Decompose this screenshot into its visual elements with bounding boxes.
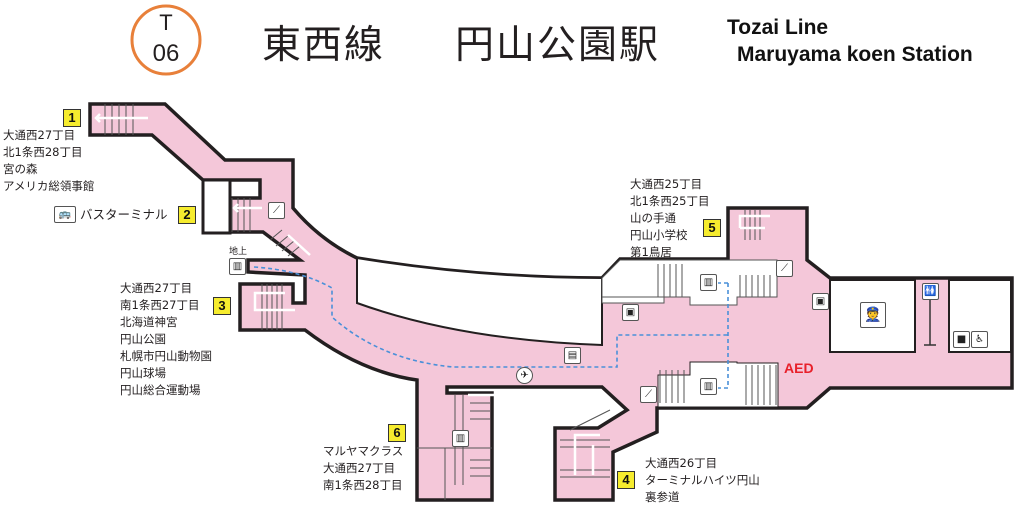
exit-3-destinations: 大通西27丁目 南1条西27丁目 北海道神宮 円山公園 札幌市円山動物園 円山球…: [120, 280, 212, 399]
exit-4-destinations: 大通西26丁目 ターミナルハイツ円山 裏参道: [645, 455, 760, 505]
elevator-icon: ▥: [700, 274, 717, 291]
fare-adjustment-icon: ▣: [812, 293, 829, 310]
line-code: T: [159, 10, 173, 35]
upper-platform-strip: [601, 296, 665, 304]
destination: 大通西27丁目: [323, 461, 396, 475]
destination: アメリカ総領事館: [3, 179, 95, 193]
station-name-jp: 円山公園駅: [455, 23, 661, 68]
exit-5-badge[interactable]: 5: [703, 219, 721, 237]
locker-icon: ▤: [564, 347, 581, 364]
bus-icon: 🚌: [54, 206, 76, 223]
ostomate-icon: ■: [953, 331, 970, 348]
accessible-route: [253, 266, 729, 389]
destination: 札幌市円山動物園: [120, 349, 212, 363]
destination: ターミナルハイツ円山: [645, 473, 760, 487]
escalator-icon: ⟋: [776, 260, 793, 277]
destination: 第1鳥居: [630, 245, 672, 259]
exit-1-badge[interactable]: 1: [63, 109, 81, 127]
central-void: [356, 256, 603, 347]
escalator-icon: ⟋: [268, 202, 285, 219]
restroom-icon: 🚻: [922, 283, 939, 300]
destination: 北1条西25丁目: [630, 194, 710, 208]
destination: 大通西26丁目: [645, 456, 718, 470]
station-name-en: Maruyama koen Station: [737, 43, 973, 66]
exit-2-destination: バスターミナル: [80, 207, 168, 222]
station-number: 06: [152, 40, 180, 67]
direction-arrows: [94, 113, 770, 475]
exit-2-badge[interactable]: 2: [178, 206, 196, 224]
destination: 南1条西27丁目: [120, 298, 200, 312]
destination: マルヤマクラス: [323, 444, 404, 458]
destination: 南1条西28丁目: [323, 478, 403, 492]
destination: 円山小学校: [630, 228, 688, 242]
destination: 大通西27丁目: [120, 281, 193, 295]
lower-platform-stairs-area: [657, 361, 779, 408]
escalator-icon: ⟋: [640, 386, 657, 403]
aed-label: AED: [784, 360, 814, 376]
destination: 大通西27丁目: [3, 128, 76, 142]
destination: 円山球場: [120, 366, 166, 380]
exit-2-building: [201, 178, 232, 235]
emergency-icon: ✈: [516, 367, 533, 384]
fare-adjustment-icon: ▣: [622, 304, 639, 321]
exit-1-destinations: 大通西27丁目 北1条西28丁目 宮の森 アメリカ総領事館: [3, 127, 94, 195]
destination: 円山公園: [120, 332, 166, 346]
station-staff-icon: 👮: [860, 302, 886, 328]
ground-level-label: 地上: [229, 247, 248, 257]
elevator-icon: ▥: [452, 430, 469, 447]
exit-6-badge[interactable]: 6: [388, 424, 406, 442]
destination: 裏参道: [645, 490, 680, 504]
destination: 北1条西28丁目: [3, 145, 83, 159]
wheelchair-icon: ♿: [971, 331, 988, 348]
destination: 北海道神宮: [120, 315, 178, 329]
exit-4-badge[interactable]: 4: [617, 471, 635, 489]
destination: 円山総合運動場: [120, 383, 201, 397]
elevator-icon: ▥: [229, 258, 246, 275]
line-name-en: Tozai Line: [727, 16, 829, 39]
destination: 大通西25丁目: [630, 177, 703, 191]
exit-3-badge[interactable]: 3: [213, 297, 231, 315]
elevator-icon: ▥: [700, 378, 717, 395]
line-name-jp: 東西線: [262, 23, 386, 68]
destination: 宮の森: [3, 162, 38, 176]
exit-5-destinations: 大通西25丁目 北1条西25丁目 山の手通 円山小学校 第1鳥居: [630, 176, 709, 261]
exit-6-destinations: マルヤマクラス 大通西27丁目 南1条西28丁目: [323, 443, 403, 494]
destination: 山の手通: [630, 211, 676, 225]
station-code-circle: [130, 4, 202, 76]
